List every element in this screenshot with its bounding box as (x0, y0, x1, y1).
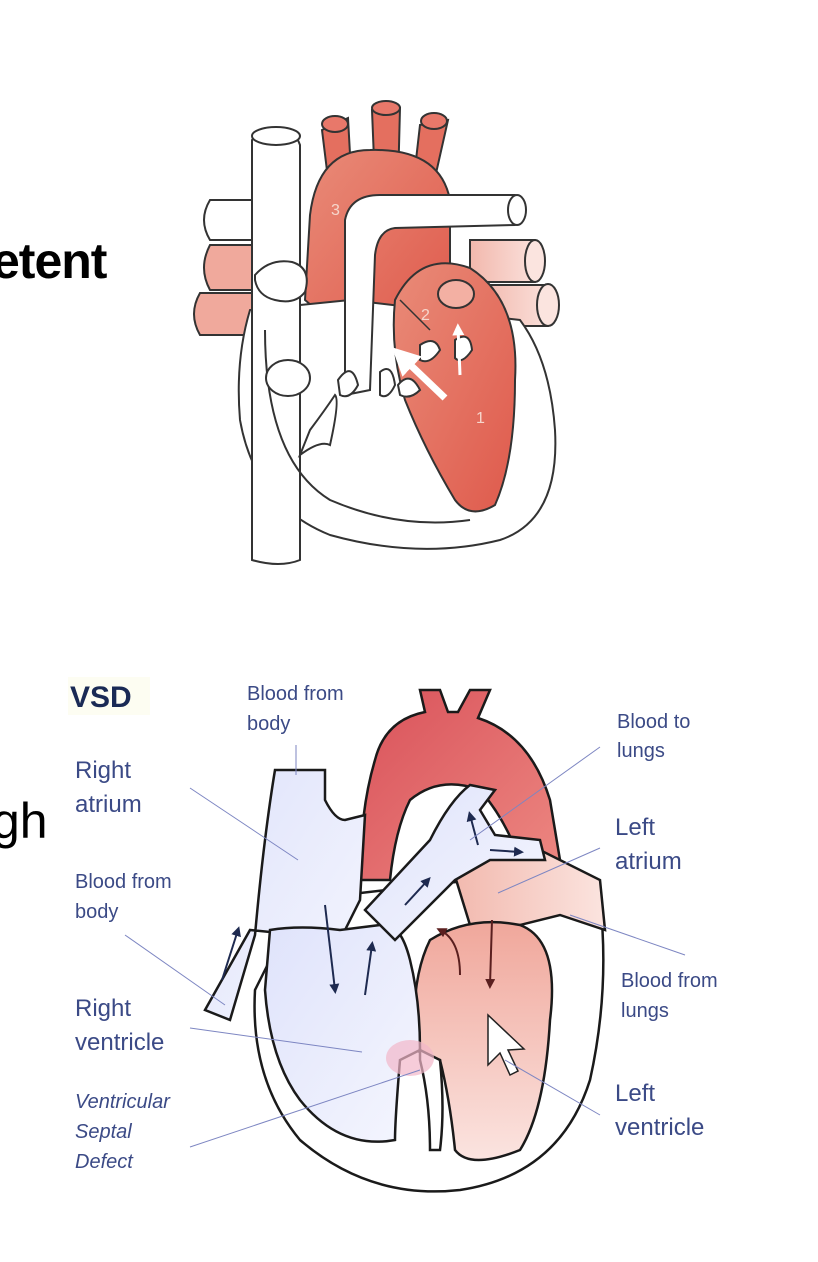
label-left-atrium-1: Left (615, 814, 655, 841)
label-blood-from-lungs-2: lungs (621, 1000, 669, 1022)
label-vsd-3: Defect (75, 1151, 134, 1173)
label-left-atrium-2: atrium (615, 848, 682, 875)
label-blood-from-body-top-2: body (247, 713, 290, 735)
left-ventricle-red (392, 262, 517, 513)
vena-cava (251, 126, 301, 565)
right-atrium (203, 768, 367, 1022)
label-right-ventricle-2: ventricle (75, 1029, 164, 1056)
slide-title-fragment: etent (0, 233, 107, 289)
vsd-title: VSD (70, 681, 132, 714)
label-blood-to-lungs-1: Blood to (617, 711, 690, 733)
label-vsd-1: Ventricular (75, 1091, 171, 1113)
number-1: 1 (476, 410, 485, 427)
label-right-atrium-2: atrium (75, 791, 142, 818)
label-blood-from-body-left-1: Blood from (75, 871, 172, 893)
vsd-heart-diagram (203, 688, 607, 1193)
label-blood-from-body-left-2: body (75, 901, 118, 923)
mouse-cursor-icon (487, 1013, 526, 1077)
label-right-ventricle-1: Right (75, 995, 131, 1022)
label-vsd-2: Septal (75, 1121, 132, 1143)
label-blood-from-body-top-1: Blood from (247, 683, 344, 705)
label-right-atrium-1: Right (75, 757, 131, 784)
top-heart-diagram (193, 100, 560, 565)
top-heart-flow-arrows (391, 299, 465, 401)
vsd-flow-arrows (221, 811, 524, 996)
pulmonary-artery-vsd (363, 783, 547, 942)
vsd-defect-area (386, 1040, 434, 1076)
slide-text-fragment: gh (0, 793, 48, 849)
number-3: 3 (331, 202, 340, 219)
label-left-ventricle-2: ventricle (615, 1114, 704, 1141)
label-left-ventricle-1: Left (615, 1080, 655, 1107)
label-blood-to-lungs-2: lungs (617, 740, 665, 762)
leader-lines (124, 745, 686, 1148)
number-2: 2 (421, 307, 430, 324)
vsd-title-bg (68, 677, 150, 715)
label-blood-from-lungs-1: Blood from (621, 970, 718, 992)
